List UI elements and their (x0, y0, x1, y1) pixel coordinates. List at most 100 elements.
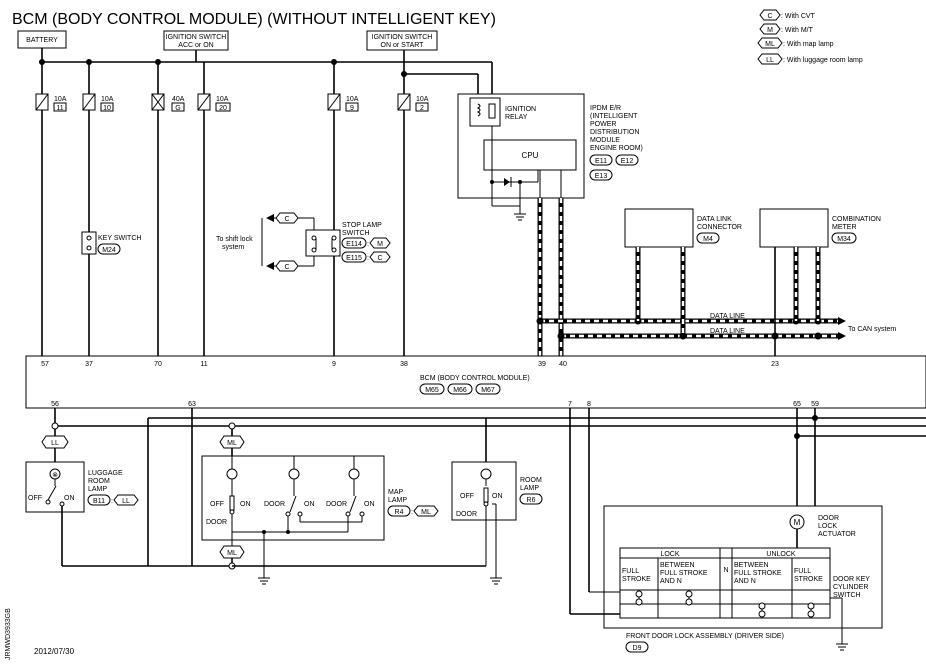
svg-text:DOOR: DOOR (456, 511, 477, 518)
room-lamp: OFF ON DOOR ROOM LAMP R6 (451, 418, 543, 585)
svg-text:E11: E11 (595, 158, 607, 165)
can-data-lines: DATA LINE DATA LINE To CAN system (536, 170, 896, 358)
svg-text:20: 20 (219, 105, 227, 112)
svg-text:CYLINDER: CYLINDER (833, 584, 868, 591)
ipdm-cpu: CPU (522, 151, 539, 160)
bcm-pin-59: 59 (811, 401, 819, 408)
svg-text:LL: LL (51, 440, 59, 447)
svg-text:STROKE: STROKE (622, 576, 651, 583)
svg-text:40A: 40A (172, 96, 185, 103)
svg-text:10A: 10A (346, 96, 359, 103)
bcm-pin-65: 65 (793, 401, 801, 408)
svg-text:C: C (284, 264, 289, 271)
svg-text:ML: ML (227, 550, 237, 557)
svg-text:M66: M66 (453, 387, 467, 394)
svg-text:OFF: OFF (460, 493, 474, 500)
svg-text:⊗: ⊗ (52, 472, 58, 479)
svg-text:(INTELLIGENT: (INTELLIGENT (590, 113, 638, 120)
svg-text:M4: M4 (703, 236, 713, 243)
svg-text:M67: M67 (481, 387, 495, 394)
svg-text:11: 11 (56, 105, 63, 112)
svg-text:ACTUATOR: ACTUATOR (818, 531, 856, 538)
legend-text-4: : With luggage room lamp (783, 57, 863, 64)
diagram-date: 2012/07/30 (34, 647, 75, 656)
bcm-pin-7: 7 (568, 401, 572, 408)
svg-text:2: 2 (420, 105, 424, 112)
svg-text:LAMP: LAMP (88, 486, 107, 493)
bcm-pin-57: 57 (41, 361, 49, 368)
fuse-6: 10A 2 (397, 93, 429, 112)
svg-text:STOP LAMP: STOP LAMP (342, 222, 382, 229)
data-line-label-1: DATA LINE (710, 313, 745, 320)
svg-text:M65: M65 (425, 387, 439, 394)
svg-text:To shift lock: To shift lock (216, 236, 253, 243)
bcm-pin-8: 8 (587, 401, 591, 408)
svg-text:M: M (377, 241, 383, 248)
legend-text-2: : With M/T (781, 27, 814, 34)
legend-code-3: ML (765, 41, 775, 48)
svg-text:ON or START: ON or START (381, 42, 425, 49)
svg-text:ON: ON (364, 501, 375, 508)
svg-text:10A: 10A (216, 96, 229, 103)
svg-text:MAP: MAP (388, 489, 404, 496)
svg-text:AND N: AND N (660, 578, 682, 585)
bcm-pin-11: 11 (200, 361, 207, 368)
key-switch: KEY SWITCH M24 (81, 231, 141, 255)
to-can-system: To CAN system (848, 326, 896, 333)
svg-text:MODULE: MODULE (590, 137, 620, 144)
svg-text:M24: M24 (102, 247, 116, 254)
svg-text:OFF: OFF (28, 495, 42, 502)
svg-text:E13: E13 (595, 173, 608, 180)
svg-text:KEY SWITCH: KEY SWITCH (98, 235, 141, 242)
svg-text:ROOM: ROOM (88, 478, 110, 485)
legend: C : With CVT M : With M/T ML : With map … (757, 9, 863, 65)
svg-text:system: system (222, 244, 244, 251)
svg-text:UNLOCK: UNLOCK (766, 551, 796, 558)
svg-text:B11: B11 (93, 498, 105, 505)
drawing-id: JRMWD3933GB (5, 608, 12, 660)
svg-text:BETWEEN: BETWEEN (660, 562, 695, 569)
svg-text::: : (411, 509, 413, 516)
svg-text:FULL STROKE: FULL STROKE (660, 570, 708, 577)
svg-text:FULL STROKE: FULL STROKE (734, 570, 782, 577)
svg-text:ACC or ON: ACC or ON (178, 42, 213, 49)
svg-text:FULL: FULL (622, 568, 639, 575)
svg-text:DOOR: DOOR (206, 519, 227, 526)
fuse-1: 10A 11 (35, 93, 67, 112)
svg-text:IGNITION SWITCH: IGNITION SWITCH (372, 34, 433, 41)
fuse-2: 10A 10 (82, 93, 114, 112)
svg-text:D9: D9 (633, 645, 642, 652)
bcm-module: 57 37 70 11 9 38 39 40 23 BCM (BODY CONT… (25, 355, 926, 409)
fuse-4: 10A 20 (197, 93, 231, 112)
svg-text:LL: LL (122, 498, 130, 505)
svg-text:LAMP: LAMP (388, 497, 407, 504)
svg-text:E12: E12 (621, 158, 634, 165)
combination-meter: COMBINATION METER M34 (759, 208, 881, 356)
svg-text:LAMP: LAMP (520, 485, 539, 492)
svg-text::: : (367, 241, 369, 248)
svg-text:IGNITION: IGNITION (505, 106, 536, 113)
svg-text:DOOR: DOOR (818, 515, 839, 522)
svg-text:E115: E115 (346, 255, 362, 262)
svg-text:STROKE: STROKE (794, 576, 823, 583)
svg-text:ML: ML (421, 509, 431, 516)
stop-lamp-switch: C C To shift lock system STOP LAMP SWITC… (216, 212, 391, 272)
svg-text:G: G (175, 105, 180, 112)
svg-text:SWITCH: SWITCH (342, 230, 370, 237)
svg-text:DOOR: DOOR (264, 501, 285, 508)
legend-text-1: : With CVT (781, 13, 816, 20)
data-link-connector: DATA LINK CONNECTOR M4 (624, 208, 742, 336)
bcm-pin-23: 23 (771, 361, 779, 368)
bcm-pin-9: 9 (332, 361, 336, 368)
svg-text:10: 10 (103, 105, 111, 112)
bcm-pin-38: 38 (400, 361, 408, 368)
door-lock-assembly-label: FRONT DOOR LOCK ASSEMBLY (DRIVER SIDE) (626, 633, 784, 640)
svg-text:OFF: OFF (210, 501, 224, 508)
legend-code-4: LL (766, 57, 774, 64)
svg-text:IGNITION SWITCH: IGNITION SWITCH (166, 34, 227, 41)
svg-text:ENGINE ROOM): ENGINE ROOM) (590, 145, 643, 152)
svg-text:CONNECTOR: CONNECTOR (697, 224, 742, 231)
svg-text::: : (111, 498, 113, 505)
svg-text::: : (367, 255, 369, 262)
